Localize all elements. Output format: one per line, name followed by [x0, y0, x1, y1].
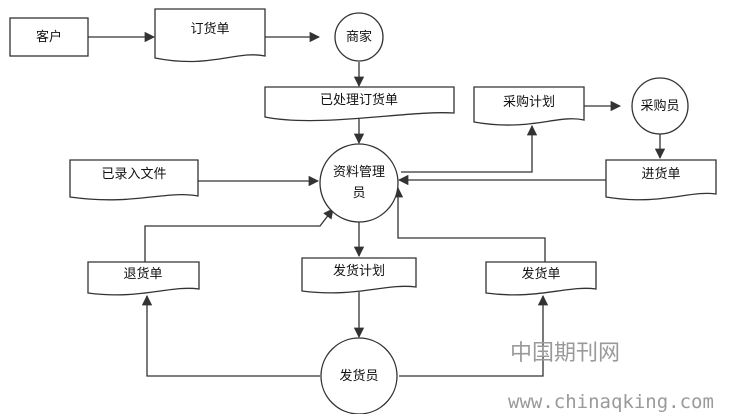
purchase-receipt-shape	[605, 159, 717, 201]
edge-shipper-to-shipping-slip	[399, 294, 549, 377]
edge-manager-to-purchase-plan	[401, 124, 538, 173]
connectors	[88, 31, 666, 377]
edge-shipper-to-return-slip	[141, 294, 320, 377]
return-slip-label: 退货单	[123, 266, 162, 282]
purchase-plan-shape	[473, 86, 585, 126]
purchase-plan-document: 采购计划	[473, 86, 585, 126]
purchase-plan-label: 采购计划	[503, 94, 555, 110]
shipping-slip-label: 发货单	[521, 266, 560, 282]
recorded-file-shape	[69, 159, 199, 201]
processed-order-shape	[264, 86, 455, 122]
shipper-node: 发货员	[320, 337, 398, 414]
purchase-receipt-document: 进货单	[605, 159, 717, 201]
shipping-slip-document: 发货单	[485, 261, 597, 296]
recorded-file-document: 已录入文件	[69, 159, 199, 201]
recorded-file-label: 已录入文件	[101, 167, 166, 182]
watermark: 中国期刊网 www.chinaqking.com	[508, 341, 714, 413]
return-slip-shape	[87, 261, 200, 296]
return-slip-document: 退货单	[87, 261, 200, 296]
merchant-circle	[334, 12, 384, 62]
order-shape	[154, 8, 266, 63]
buyer-circle	[631, 77, 689, 135]
watermark-url: www.chinaqking.com	[508, 391, 714, 413]
order-document: 订货单	[154, 8, 266, 63]
watermark-cn: 中国期刊网	[510, 341, 620, 366]
edge-shipping-slip-to-manager	[392, 186, 546, 262]
data-manager-node: 资料管理 员	[319, 143, 399, 223]
merchant-node: 商家	[334, 12, 384, 62]
buyer-node: 采购员	[631, 77, 689, 135]
processed-order-label: 已处理订货单	[320, 92, 398, 108]
data-manager-circle	[319, 143, 399, 223]
customer-box	[9, 17, 89, 57]
buyer-label: 采购员	[640, 98, 679, 114]
shipper-circle	[320, 337, 398, 414]
data-manager-label-line1: 资料管理	[333, 165, 385, 180]
purchase-receipt-label: 进货单	[641, 166, 680, 182]
shipping-plan-document: 发货计划	[301, 257, 417, 294]
shipper-label: 发货员	[339, 368, 378, 384]
data-manager-label-line2: 员	[352, 186, 365, 201]
merchant-label: 商家	[346, 29, 372, 45]
customer-node: 客户	[9, 17, 89, 57]
processed-order-document: 已处理订货单	[264, 86, 455, 122]
shipping-slip-shape	[485, 261, 597, 296]
order-label: 订货单	[190, 21, 229, 37]
shipping-plan-shape	[301, 257, 417, 294]
edge-return-slip-to-manager	[144, 208, 334, 262]
customer-label: 客户	[36, 29, 62, 45]
shipping-plan-label: 发货计划	[333, 263, 385, 279]
